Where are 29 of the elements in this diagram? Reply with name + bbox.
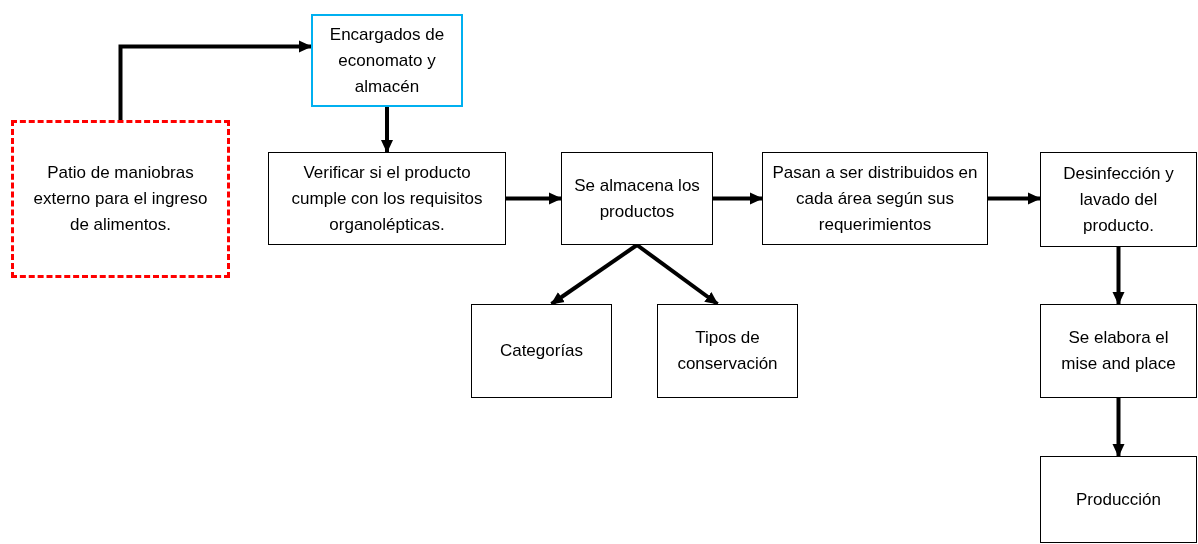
process-box [561,152,713,245]
arrow [550,243,639,306]
process-box [1040,304,1197,398]
process-box [471,304,612,398]
node-text: Categorías [499,340,584,362]
arrow [118,40,312,120]
arrow [1112,247,1125,305]
arrow [1112,398,1125,457]
node-text: Tipos de conservación [676,327,779,375]
role-box [311,14,463,107]
node-text: Desinfección y lavado del producto. [1062,162,1175,237]
process-box [1040,152,1197,247]
node-text: Pasan a ser distribuidos en cada área según sus requerimientos [771,161,979,236]
node-text: Se almacena los productos [573,174,701,223]
process-box [1040,456,1197,543]
process-box [657,304,798,398]
arrow [988,192,1041,205]
node-text: Encargados de economato y almacén [328,23,446,98]
node-text: Patio de maniobras externo para el ingreso de alimentos. [32,162,209,236]
arrow [635,243,719,306]
arrow [713,192,763,205]
node-text: Producción [1075,488,1162,511]
process-box [268,152,506,245]
node-text: Se elabora el mise and place [1060,327,1177,375]
arrow [506,192,562,205]
arrow [381,107,393,153]
start-box [11,120,230,278]
process-box [762,152,988,245]
node-text: Verificar si el producto cumple con los requisitos organolépticas. [290,161,484,236]
